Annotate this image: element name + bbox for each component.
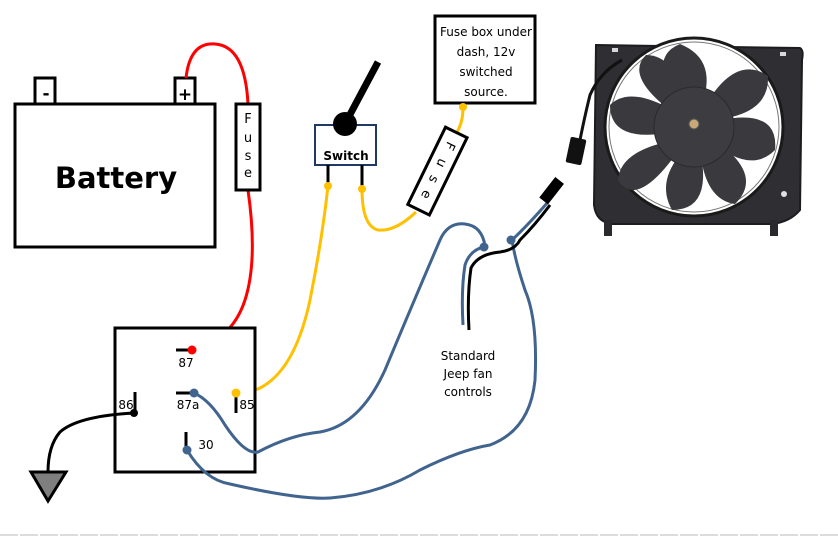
ground-symbol — [28, 470, 69, 504]
relay-pin-86-label: 86 — [118, 398, 133, 412]
black-wire-relay-86-to-ground — [46, 411, 135, 473]
yellow-junction-dot — [358, 185, 366, 193]
fuse-letter: s — [245, 149, 252, 164]
blue-wire-relay-87a-to-jeep-controls — [193, 222, 487, 454]
fuse-box-text: dash, 12v — [457, 45, 516, 59]
relay-pin-30-label: 30 — [198, 438, 213, 452]
relay-pin-87a-label: 87a — [177, 398, 200, 412]
red-wire-battery-to-fuse — [184, 42, 250, 105]
battery-positive-label: + — [178, 85, 192, 105]
blue-junction-dot — [182, 445, 192, 455]
yellow-junction-dot — [324, 182, 332, 190]
yellow-junction-dot — [231, 388, 241, 398]
fuse-letter: e — [244, 166, 252, 181]
battery-label: Battery — [55, 161, 177, 195]
page-bottom-rule — [0, 534, 838, 536]
jeep-controls-label: Standard Jeep fan controls — [441, 349, 496, 399]
fuse-box: Fuse box under dash, 12v switched source… — [433, 14, 537, 105]
yellow-wire-fuse-to-switch — [360, 188, 418, 232]
switch-pivot — [333, 112, 357, 136]
switch-fuse: F u s e — [405, 125, 470, 218]
red-junction-dot — [187, 345, 197, 355]
jeep-harness-black-lead — [466, 204, 552, 331]
battery: - + Battery — [13, 76, 217, 249]
yellow-junction-dot — [459, 103, 467, 111]
battery-fuse: F u s e — [234, 102, 262, 192]
switch-lever — [342, 60, 382, 124]
fan-pigtail-blue-lead — [510, 201, 550, 242]
jeep-controls-text: controls — [444, 385, 492, 399]
switch-label: Switch — [323, 149, 368, 163]
black-junction-dot — [130, 409, 138, 417]
jeep-controls-text: Standard — [441, 349, 496, 363]
toggle-switch: Switch — [314, 60, 382, 189]
blue-junction-dot — [506, 235, 516, 245]
fan-assembly — [565, 36, 804, 236]
jeep-harness-blue-lead — [460, 245, 485, 326]
battery-negative-label: - — [42, 84, 49, 104]
blue-junction-dot — [479, 242, 489, 252]
jeep-controls-text: Jeep fan — [443, 367, 493, 381]
relay-pin-85-label: 85 — [239, 398, 254, 412]
fuse-box-text: source. — [464, 85, 508, 99]
relay-pin-87-label: 87 — [178, 356, 193, 370]
blue-junction-dot — [189, 388, 199, 398]
yellow-wire-fusebox-to-fuse — [455, 107, 465, 133]
fuse-box-text: switched — [459, 65, 512, 79]
fuse-letter: F — [244, 112, 251, 127]
fuse-box-text: Fuse box under — [440, 25, 532, 39]
fan-connector — [539, 177, 564, 205]
fuse-letter: u — [244, 131, 252, 146]
blue-wire-relay-30-to-fan — [185, 239, 538, 500]
